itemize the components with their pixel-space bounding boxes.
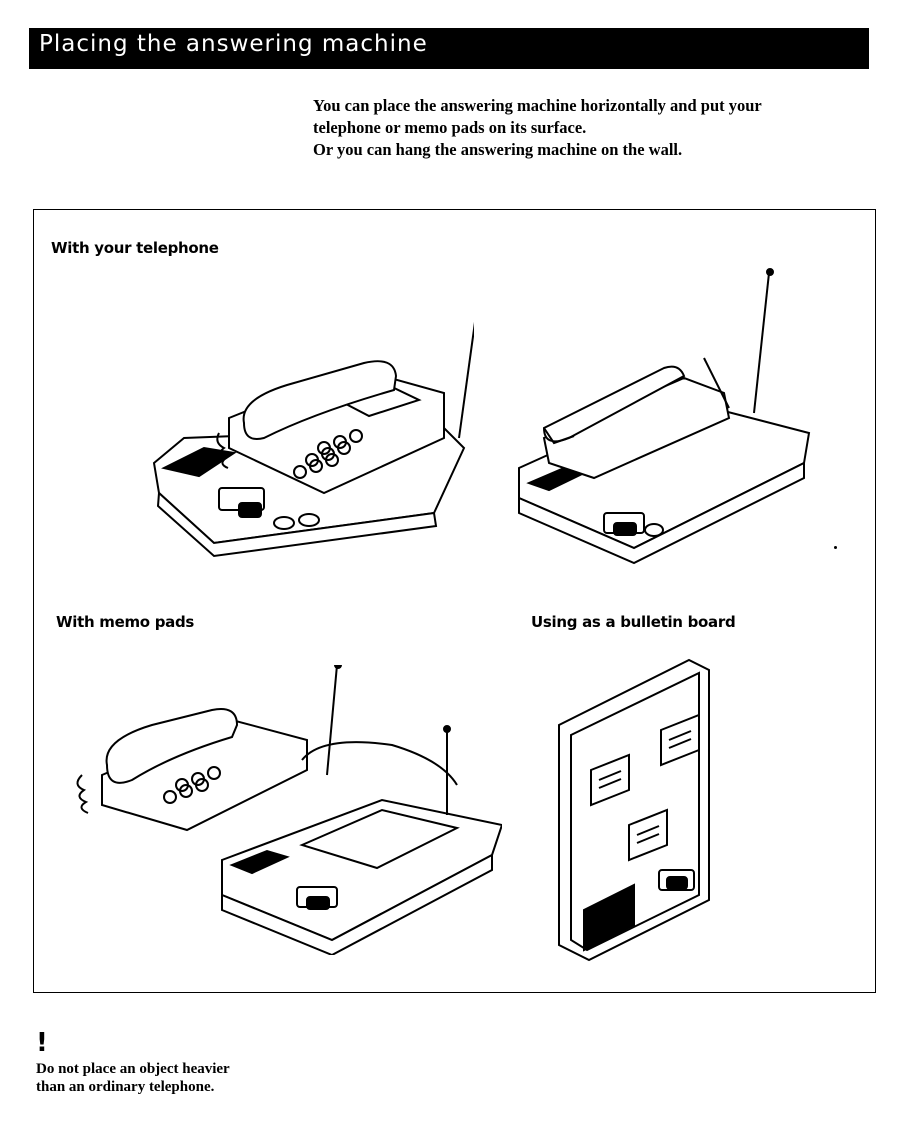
intro-line: You can place the answering machine hori…	[313, 96, 762, 115]
warning-note: Do not place an object heavier than an o…	[36, 1060, 230, 1096]
warning-line: Do not place an object heavier	[36, 1061, 230, 1077]
caption-with-memo-pads: With memo pads	[56, 613, 195, 631]
intro-line: telephone or memo pads on its surface.	[313, 118, 587, 137]
machine-with-telephone-illustration	[144, 298, 474, 558]
section-title-bar: Placing the answering machine	[29, 28, 869, 69]
caption-bulletin-board: Using as a bulletin board	[531, 613, 736, 631]
stray-mark	[834, 546, 837, 549]
intro-line: Or you can hang the answering machine on…	[313, 140, 683, 159]
bulletin-board-illustration	[549, 655, 724, 965]
section-title: Placing the answering machine	[39, 31, 428, 57]
exclamation-icon: !	[36, 1028, 48, 1058]
illustration-panel: With your telephone	[33, 209, 876, 993]
warning-line: than an ordinary telephone.	[36, 1079, 215, 1095]
machine-with-handset-illustration	[514, 268, 814, 578]
intro-text: You can place the answering machine hori…	[313, 95, 873, 161]
machine-with-memo-pads-illustration	[62, 665, 502, 955]
caption-with-telephone: With your telephone	[51, 239, 219, 257]
